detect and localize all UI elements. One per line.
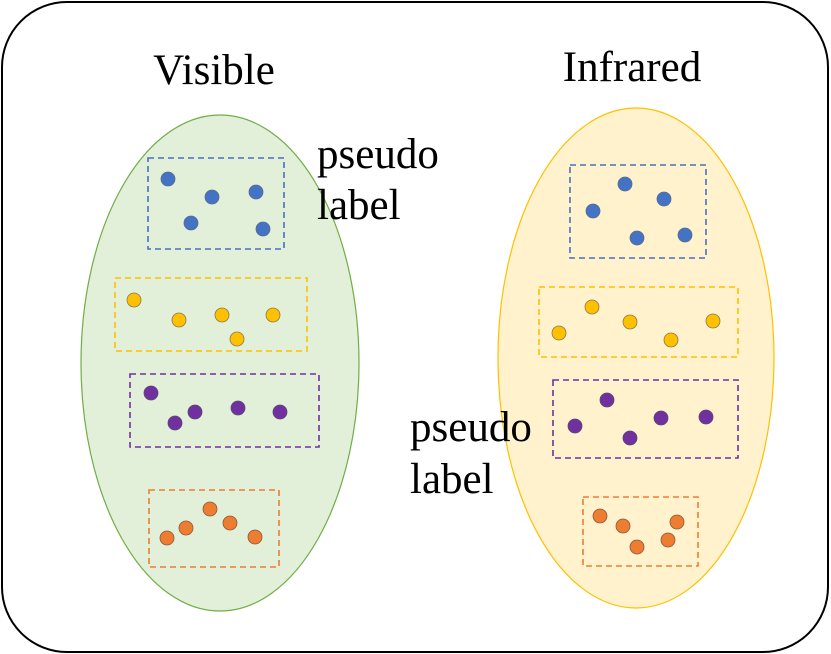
cluster-point [629,230,645,246]
cluster-point [622,314,638,330]
cluster-point [247,529,263,545]
infrared-blue-box [569,164,707,259]
infrared-orange-box [582,496,699,567]
cluster-point [230,400,246,416]
cluster-point [584,299,600,315]
cluster-point [160,171,176,187]
cluster-point [248,184,264,200]
cluster-point [585,203,601,219]
infrared-orange-cluster [582,496,699,567]
cluster-point [272,404,288,420]
cluster-point [143,385,159,401]
visible-title: Visible [153,47,275,94]
cluster-point [669,514,685,530]
cluster-point [656,191,672,207]
cluster-point [167,415,183,431]
visible-yellow-box [114,277,308,352]
cluster-point [255,221,271,237]
cluster-point [265,307,281,323]
cluster-point [187,404,203,420]
cluster-point [629,539,645,555]
cluster-point [178,520,194,536]
cluster-point [222,515,238,531]
infrared-blue-cluster [569,164,707,259]
visible-orange-box [148,489,280,568]
visible-ellipse [80,114,360,612]
infrared-ellipse [497,107,775,609]
visible-blue-cluster [147,157,285,250]
infrared-pseudo-label-line2: label [410,456,494,503]
cluster-point [660,532,676,548]
visible-purple-cluster [129,373,320,448]
infrared-pseudo-label-line1: pseudo [410,404,532,451]
cluster-point [171,312,187,328]
cluster-point [592,508,608,524]
cluster-point [705,313,721,329]
cluster-point [653,410,669,426]
cluster-point [599,392,615,408]
cluster-point [204,189,220,205]
visible-purple-box [129,373,320,448]
cluster-point [617,176,633,192]
visible-pseudo-label-line1: pseudo [317,131,439,178]
cluster-point [202,501,218,517]
cluster-point [126,292,142,308]
visible-yellow-cluster [114,277,308,352]
infrared-title: Infrared [563,44,701,91]
cluster-point [663,332,679,348]
infrared-domain: Infrared [410,44,775,609]
visible-blue-box [147,157,285,250]
visible-orange-cluster [148,489,280,568]
infrared-purple-cluster [552,379,739,459]
visible-pseudo-label-line2: label [317,182,401,229]
cluster-point [159,530,175,546]
cluster-point [567,418,583,434]
cluster-point [622,430,638,446]
visible-domain: Visible [80,47,439,612]
cluster-point [183,215,199,231]
cluster-point [229,331,245,347]
cluster-point [698,409,714,425]
infrared-purple-box [552,379,739,459]
cluster-point [677,227,693,243]
cluster-point [214,307,230,323]
cluster-point [615,518,631,534]
infrared-yellow-box [538,286,739,358]
cluster-point [551,325,567,341]
infrared-yellow-cluster [538,286,739,358]
